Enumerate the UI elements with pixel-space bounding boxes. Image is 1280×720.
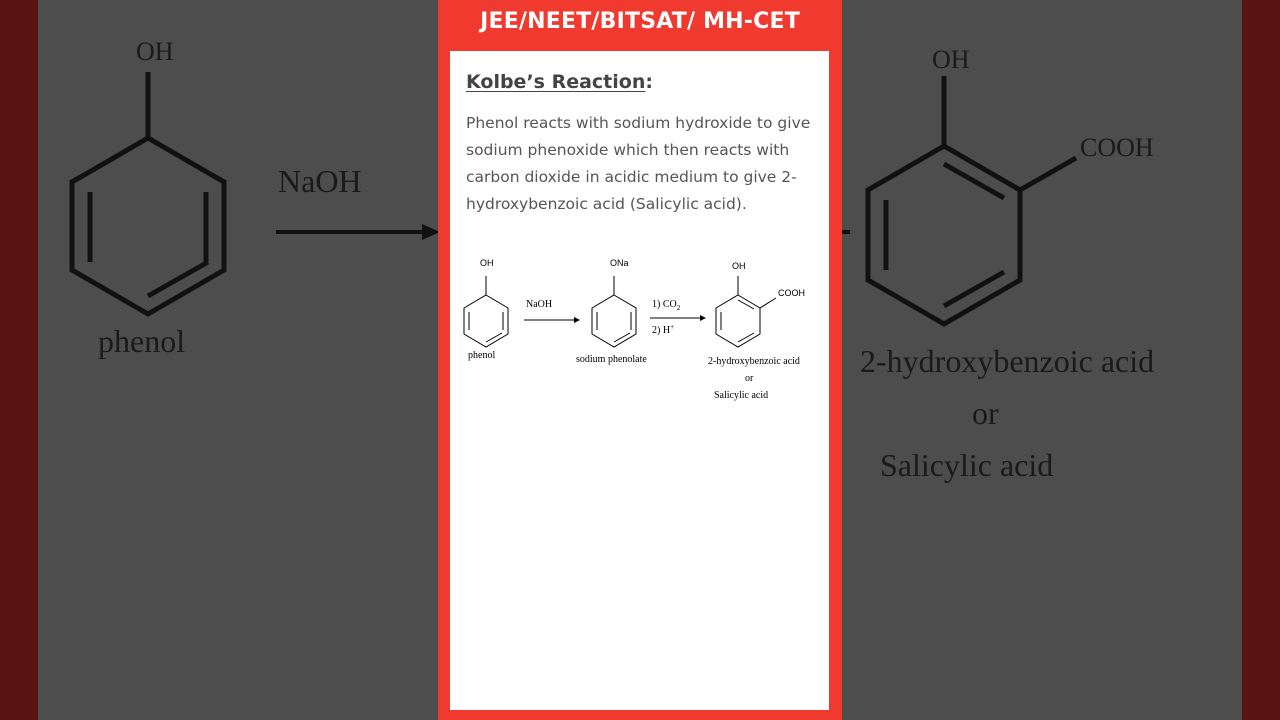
phenolate-label: sodium phenolate — [576, 354, 647, 365]
section-description: Phenol reacts with sodium hydroxide to g… — [466, 114, 811, 213]
bg-salicylic-label-1: 2-hydroxybenzoic acid — [860, 343, 1154, 379]
bg-phenol-oh: OH — [136, 37, 174, 66]
bg-phenol-label: phenol — [98, 323, 185, 359]
bg-salicylic-cooh-bond — [1018, 155, 1078, 193]
reagent-h-text: 2) H — [652, 325, 670, 336]
reaction-arrow-2-head — [700, 315, 706, 321]
product-label-or: or — [745, 373, 754, 384]
bg-phenol-double-3 — [146, 259, 210, 299]
background-phenol-diagram: OH NaOH phenol — [69, 37, 440, 359]
phenolate-ring — [591, 294, 637, 348]
bg-salicylic-ring — [865, 143, 1023, 327]
salicylic-cooh-bond — [759, 297, 777, 309]
product-label-2: Salicylic acid — [714, 390, 768, 401]
phenolate-ona: ONa — [610, 258, 629, 268]
bg-phenol-ring — [69, 135, 227, 317]
reagent-h-sup: + — [670, 323, 674, 331]
bg-arrow-head — [422, 224, 440, 240]
section-title: Kolbe’s Reaction: — [466, 71, 653, 93]
bg-salicylic-double-3 — [942, 161, 1006, 201]
reagent-naoh: NaOH — [526, 299, 552, 310]
content-card: Kolbe’s Reaction: Phenol reacts with sod… — [450, 51, 829, 710]
salicylic-double-3 — [737, 299, 755, 310]
bg-salicylic-cooh: COOH — [1080, 133, 1154, 162]
reaction-arrow-1-head — [574, 317, 580, 323]
content-panel: JEE/NEET/BITSAT/ MH-CET Kolbe’s Reaction… — [438, 0, 842, 720]
phenol-structure: OH phenol — [463, 258, 509, 361]
header-title: JEE/NEET/BITSAT/ MH-CET — [480, 9, 800, 34]
salicylic-ring — [715, 294, 761, 348]
background-salicylic-diagram: OH COOH 2-hydroxybenzoic acid or Salicyl… — [840, 45, 1154, 483]
phenol-ring — [463, 294, 509, 348]
salicylic-oh: OH — [732, 261, 746, 271]
sodium-phenolate-structure: ONa sodium phenolate — [576, 258, 647, 365]
reagent-h: 2) H+ — [652, 323, 674, 336]
background-right: OH COOH 2-hydroxybenzoic acid or Salicyl… — [840, 0, 1242, 720]
bg-reagent-naoh: NaOH — [278, 163, 362, 199]
product-label-1: 2-hydroxybenzoic acid — [708, 356, 800, 367]
phenol-oh: OH — [480, 258, 494, 268]
bg-salicylic-label-or: or — [972, 395, 999, 431]
bg-salicylic-oh: OH — [932, 45, 970, 74]
phenol-label: phenol — [468, 350, 495, 361]
phenol-double-3 — [485, 332, 503, 343]
reagent-co2-text: 1) CO — [652, 299, 677, 310]
bg-salicylic-double-2 — [942, 269, 1006, 309]
reagent-co2-sub: 2 — [677, 304, 681, 312]
bg-salicylic-label-2: Salicylic acid — [880, 447, 1053, 483]
phenolate-double-3 — [613, 332, 631, 343]
section-title-text: Kolbe’s Reaction — [466, 71, 646, 93]
background-left: OH NaOH phenol — [38, 0, 440, 720]
salicylic-cooh: COOH — [778, 288, 805, 298]
salicylic-double-2 — [737, 332, 755, 343]
reagent-co2: 1) CO2 — [652, 299, 681, 312]
salicylic-acid-structure: OH COOH 2-hydroxybenzoic acid or Salicyl… — [708, 261, 805, 401]
kolbe-reaction-scheme: OH phenol NaOH ONa sodium phenolate — [463, 258, 805, 401]
section-title-colon: : — [645, 71, 653, 93]
